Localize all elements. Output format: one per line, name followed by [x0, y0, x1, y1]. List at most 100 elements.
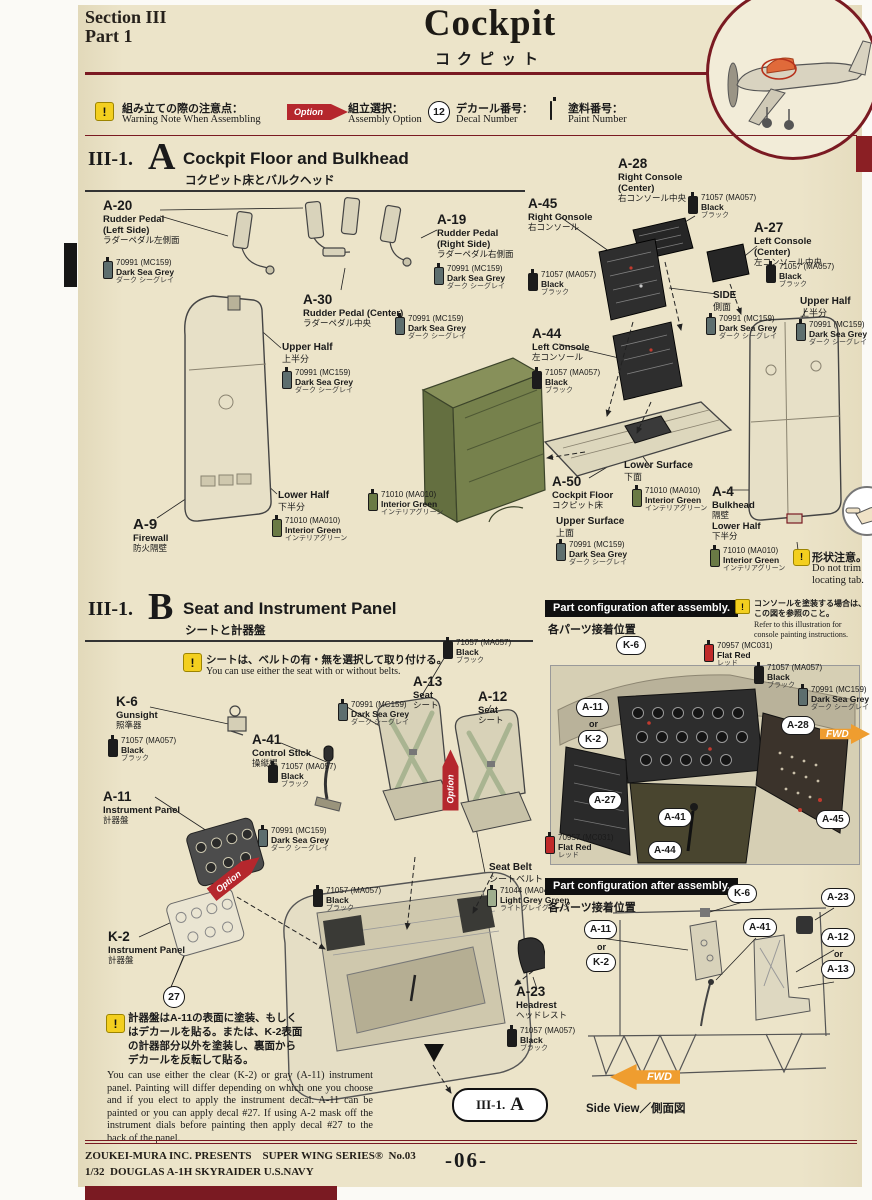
surface-label: SIDE [713, 290, 737, 301]
surface-label: Upper Surface [556, 516, 625, 527]
section-a-diagram [156, 197, 842, 559]
paint-bottle-icon [258, 825, 268, 847]
part-name-jp: 右コンソール [528, 221, 580, 232]
part-name-jp: 左コンソール中央 [754, 256, 823, 267]
part-id: A-30 [303, 292, 333, 307]
part-name: (Left Side) [103, 224, 150, 236]
paint-bottle-icon [108, 735, 118, 757]
section-a-underline [85, 190, 525, 192]
paint-bottle-icon [103, 257, 113, 279]
part-name-jp: 計器盤 [103, 814, 129, 825]
part-name-jp: 左コンソール [532, 351, 584, 362]
part-ref-bubble: A-27 [588, 791, 622, 810]
warning-note-icon: ! [183, 653, 202, 672]
part-ref-bubble: A-41 [743, 918, 777, 937]
part-id: A-50 [552, 474, 582, 489]
paint-bottle-icon [338, 699, 348, 721]
paint-name-jp: ダーク シーグレイ [809, 339, 867, 347]
page-title: Cockpit [423, 3, 557, 44]
paint-name: Interior Green [723, 555, 780, 566]
print-registration-mark [64, 243, 77, 287]
part-ref-bubble: K-2 [586, 953, 616, 972]
paint-code: 70991 (MC159) [569, 540, 625, 549]
paint-name: Black [520, 1035, 543, 1046]
or-label: or [834, 949, 843, 959]
part-name-jp: ラダーペダル右側面 [437, 248, 514, 259]
seat-note-en: You can use either the seat with or with… [206, 666, 401, 677]
part-ref-bubble: A-23 [821, 888, 855, 907]
config-panel-top-title-jp: 各パーツ接着位置 [548, 624, 636, 636]
surface-label-jp: 上半分 [800, 307, 828, 318]
paint-name-jp: ダーク シーグレイ [811, 704, 869, 712]
paint-name: Black [779, 271, 802, 282]
part-id: A-45 [528, 196, 558, 211]
part-name: (Right Side) [437, 238, 491, 250]
paint-name-jp: ダーク シーグレイ [295, 387, 353, 395]
part-label-a27: A-27 Left Console (Center) 左コンソール中央 [754, 220, 822, 268]
paint-name: Flat Red [558, 842, 592, 853]
lower-surface-label: Lower Surface 下面 [624, 460, 693, 482]
paint-bottle-icon [766, 261, 776, 283]
part-name-jp: 照準器 [116, 719, 142, 730]
part-name: (Center) [618, 182, 655, 194]
paint-bottle-icon [704, 640, 714, 662]
section-b-number: III-1. [88, 598, 134, 620]
part-label-k6: K-6 Gunsight 照準器 [116, 694, 158, 731]
part-name-jp: 計器盤 [108, 954, 134, 965]
part-label-a19: A-19 Rudder Pedal (Right Side) ラダーペダル右側面 [437, 212, 514, 260]
part-name-jp: ヘッドレスト [516, 1009, 568, 1020]
paint-code: 71057 (MA057) [281, 762, 337, 771]
paint-code: 71010 (MA010) [723, 546, 779, 555]
part-name: (Center) [754, 246, 791, 258]
surface-label-jp: 上半分 [282, 353, 310, 364]
paint-code: 71057 (MA057) [701, 193, 757, 202]
paint-name-jp: インテリアグリーン [381, 509, 444, 517]
note-line: コンソールを塗装する場合は、 [754, 599, 866, 608]
section-a-number: III-1. [88, 148, 134, 170]
paint-code: 71010 (MA010) [645, 486, 701, 495]
paint-bottle-icon [268, 761, 278, 783]
part-label-a30: A-30 Rudder Pedal (Center) ラダーペダル中央 [303, 292, 403, 329]
part-name: Left Console [754, 235, 812, 247]
section-a-title-jp: コクピット床とバルクヘッド [185, 175, 335, 187]
paint-code: 71057 (MA057) [545, 368, 601, 377]
paint-name: Dark Sea Grey [719, 323, 778, 334]
part-ref-bubble: A-41 [658, 808, 692, 827]
paint-name-jp: ブラック [456, 657, 484, 665]
upper-surface-label: Upper Surface 上面 [556, 516, 624, 538]
part-name-jp: シート [413, 699, 439, 710]
part-id: A-27 [754, 220, 784, 235]
part-name: Rudder Pedal (Center) [303, 307, 404, 319]
surface-label-jp: 下半分 [278, 501, 306, 512]
surface-label-jp: 下面 [624, 471, 643, 482]
paint-bottle-icon [313, 885, 323, 907]
fuselage [736, 62, 866, 92]
warning-note-label-en: Warning Note When Assembling [122, 114, 261, 125]
console-paint-note: ! コンソールを塗装する場合は、 この図を参照のこと。 Refer to thi… [735, 599, 866, 641]
surface-label: Upper Half [800, 296, 851, 307]
instrument-note-jp: 計器盤はA-11の表面に塗装、もしく はデカールを貼る。または、K-2表面 の計… [128, 1012, 302, 1067]
tail-fin [848, 40, 872, 76]
part-name-jp: 防火隔壁 [133, 543, 168, 554]
fwd-arrow: FWD [820, 724, 870, 744]
paint-name-jp: ブラック [281, 781, 309, 789]
part-id: A-19 [437, 212, 467, 227]
paint-name: Dark Sea Grey [271, 835, 330, 846]
part-label-a9: A-9 Firewall 防火隔壁 [133, 516, 168, 554]
footer-publisher: ZOUKEI-MURA INC. PRESENTS SUPER WING SER… [85, 1150, 416, 1162]
decal-number-label-jp: デカール番号： [456, 103, 533, 115]
paint-bottle-icon [545, 832, 555, 854]
or-label: or [589, 719, 598, 729]
paint-name-jp: ブラック [541, 289, 569, 297]
part-label-a12: A-12 Seat シート [478, 689, 507, 726]
note-line: デカールを反転して貼る。 [128, 1053, 254, 1066]
paint-bottle-icon [443, 637, 453, 659]
decal-number-badge: 12 [428, 101, 450, 123]
page-title-jp: コクピット [434, 51, 545, 68]
paint-bottle-icon [487, 885, 497, 907]
part-label-a44: A-44 Left Console 左コンソール [532, 326, 590, 363]
